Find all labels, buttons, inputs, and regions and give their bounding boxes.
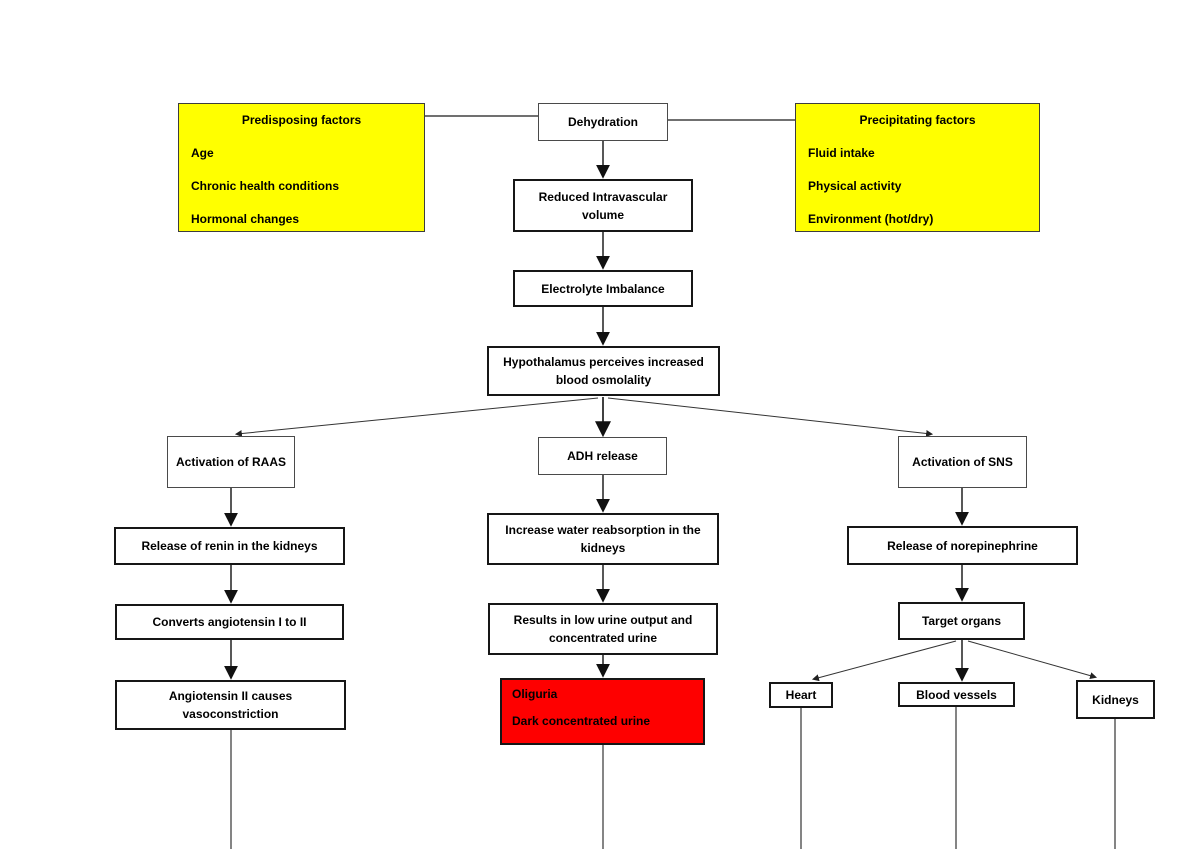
predisposing-factors-title: Predisposing factors: [241, 113, 362, 127]
node-adh-release: ADH release: [538, 437, 667, 475]
node-heart: Heart: [769, 682, 833, 708]
node-hypothalamus-osmolality: Hypothalamus perceives increased blood o…: [487, 346, 720, 396]
node-water-reabsorption: Increase water reabsorption in the kidne…: [487, 513, 719, 565]
node-release-of-norepinephrine: Release of norepinephrine: [847, 526, 1078, 565]
precipitating-factor-item: Physical activity: [808, 179, 902, 193]
node-blood-vessels: Blood vessels: [898, 682, 1015, 707]
precipitating-factors-panel: Precipitating factors Fluid intake Physi…: [795, 103, 1040, 232]
node-converts-angiotensin: Converts angiotensin I to II: [115, 604, 344, 640]
precipitating-factor-item: Fluid intake: [808, 146, 875, 160]
outcome-oliguria-box: Oliguria Dark concentrated urine: [500, 678, 705, 745]
node-electrolyte-imbalance: Electrolyte Imbalance: [513, 270, 693, 307]
node-activation-of-sns: Activation of SNS: [898, 436, 1027, 488]
precipitating-factors-title: Precipitating factors: [859, 113, 976, 127]
predisposing-factor-item: Chronic health conditions: [191, 179, 340, 193]
node-vasoconstriction: Angiotensin II causes vasoconstriction: [115, 680, 346, 730]
predisposing-factor-item: Hormonal changes: [191, 212, 300, 226]
node-dehydration: Dehydration: [538, 103, 668, 141]
node-activation-of-raas: Activation of RAAS: [167, 436, 295, 488]
node-target-organs: Target organs: [898, 602, 1025, 640]
predisposing-factors-panel: Predisposing factors Age Chronic health …: [178, 103, 425, 232]
precipitating-factor-item: Environment (hot/dry): [808, 212, 934, 226]
outcome-item: Dark concentrated urine: [512, 714, 651, 728]
predisposing-factor-item: Age: [191, 146, 214, 160]
node-kidneys: Kidneys: [1076, 680, 1155, 719]
node-release-of-renin: Release of renin in the kidneys: [114, 527, 345, 565]
node-reduced-intravascular-volume: Reduced Intravascular volume: [513, 179, 693, 232]
node-low-urine-output: Results in low urine output and concentr…: [488, 603, 718, 655]
outcome-item: Oliguria: [512, 687, 558, 701]
